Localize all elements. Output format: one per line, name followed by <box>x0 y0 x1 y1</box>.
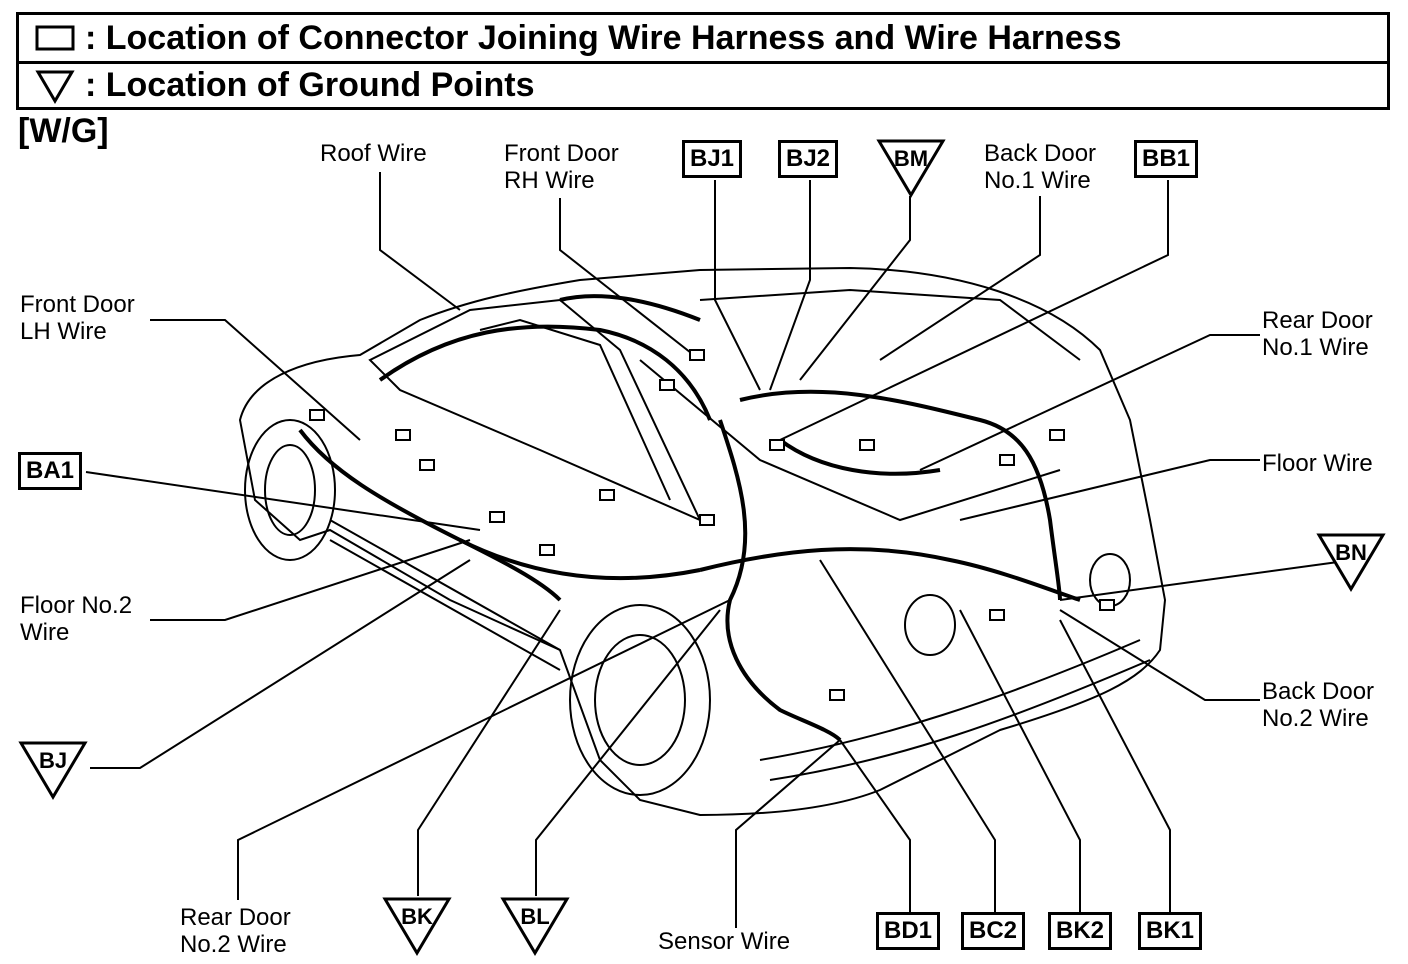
ground-triangle-icon <box>500 897 570 956</box>
legend-ground-row: : Location of Ground Points <box>19 61 1387 107</box>
ground-point-bn: BN <box>1316 532 1386 592</box>
connector-bd1: BD1 <box>876 912 941 950</box>
ground-point-bj: BJ <box>18 740 88 800</box>
roof-wire-label: Roof Wire <box>320 140 427 167</box>
connector-bb1: BB1 <box>1134 140 1199 178</box>
rear-door-no1-wire-label: Rear Door No.1 Wire <box>1262 307 1373 361</box>
legend-connector-text: : Location of Connector Joining Wire Har… <box>85 18 1122 57</box>
connector-bj2: BJ2 <box>778 140 839 178</box>
back-door-no1-wire-label: Back Door No.1 Wire <box>984 140 1097 194</box>
ground-bl-label: BL <box>520 904 550 929</box>
front-door-lh-wire-label: Front Door LH Wire <box>20 291 135 345</box>
ground-point-bl: BL <box>500 896 570 956</box>
connector-bk1: BK1 <box>1138 912 1203 950</box>
ground-bn-label: BN <box>1335 540 1367 565</box>
connector-bk2: BK2 <box>1048 912 1113 950</box>
ground-triangle-icon <box>18 741 88 800</box>
ground-point-bk: BK <box>382 896 452 956</box>
legend-connector-row: : Location of Connector Joining Wire Har… <box>19 15 1387 61</box>
ground-triangle-icon <box>1316 533 1386 592</box>
ground-bj-label: BJ <box>38 748 68 773</box>
floor-no2-wire-label: Floor No.2 Wire <box>20 592 133 646</box>
front-door-rh-wire-label: Front Door RH Wire <box>504 140 619 194</box>
connector-symbol-icon <box>25 25 85 51</box>
floor-wire-label: Floor Wire <box>1262 450 1373 477</box>
ground-bm-label: BM <box>893 146 929 171</box>
sensor-wire-label: Sensor Wire <box>658 928 791 955</box>
legend: : Location of Connector Joining Wire Har… <box>16 12 1390 110</box>
connector-bj1: BJ1 <box>682 140 743 178</box>
ground-symbol-icon <box>25 68 85 104</box>
connector-bc2: BC2 <box>961 912 1026 950</box>
ground-triangle-icon <box>876 139 946 198</box>
connector-ba1: BA1 <box>18 452 83 490</box>
variant-label: [W/G] <box>18 112 109 150</box>
ground-triangle-icon <box>382 897 452 956</box>
legend-ground-text: : Location of Ground Points <box>85 66 535 104</box>
rear-door-no2-wire-label: Rear Door No.2 Wire <box>180 904 291 958</box>
ground-bk-label: BK <box>401 904 433 929</box>
back-door-no2-wire-label: Back Door No.2 Wire <box>1262 678 1375 732</box>
ground-point-bm: BM <box>876 138 946 198</box>
